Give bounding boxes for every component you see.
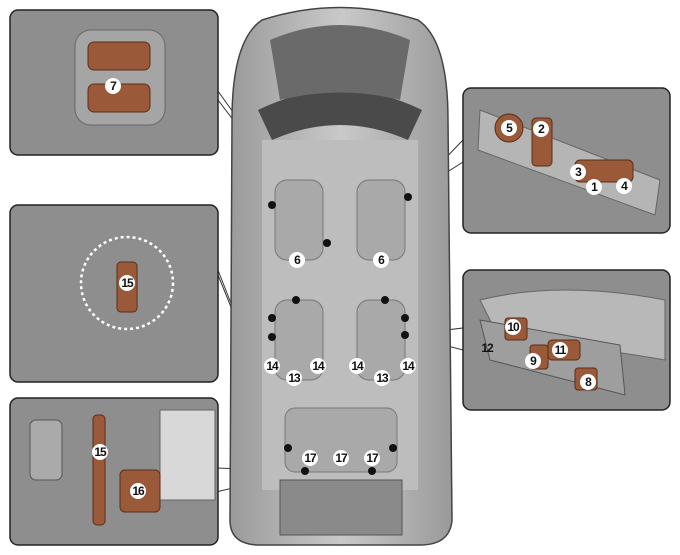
svg-text:1: 1 — [591, 180, 598, 194]
svg-text:13: 13 — [376, 371, 389, 385]
label-15-strap: 15 — [119, 275, 135, 291]
svg-text:10: 10 — [507, 320, 520, 334]
svg-text:15: 15 — [121, 276, 134, 290]
attachment-points — [268, 193, 412, 475]
callout-labels: 7 15 15 16 5 2 3 1 4 10 12 9 11 8 6 6 14… — [92, 78, 632, 499]
label-12: 12 — [481, 341, 495, 355]
label-5: 5 — [501, 120, 517, 136]
label-6-right: 6 — [373, 252, 389, 268]
vehicle-top-view — [229, 6, 453, 546]
label-17-c: 17 — [364, 450, 380, 466]
label-17-a: 17 — [302, 450, 318, 466]
label-4: 4 — [616, 178, 632, 194]
svg-text:8: 8 — [585, 375, 592, 389]
svg-text:9: 9 — [530, 354, 537, 368]
label-14-b: 14 — [310, 358, 326, 374]
svg-text:14: 14 — [402, 359, 415, 373]
svg-text:2: 2 — [538, 122, 545, 136]
svg-text:14: 14 — [312, 359, 325, 373]
label-13-a: 13 — [286, 370, 302, 386]
svg-text:16: 16 — [132, 484, 145, 498]
label-10: 10 — [505, 319, 521, 335]
svg-text:17: 17 — [335, 451, 348, 465]
svg-text:11: 11 — [555, 343, 567, 357]
trunk-panel — [9, 397, 219, 546]
svg-text:7: 7 — [110, 79, 117, 93]
label-8: 8 — [580, 374, 596, 390]
label-14-d: 14 — [400, 358, 416, 374]
svg-text:3: 3 — [575, 165, 582, 179]
label-15-trunk: 15 — [92, 444, 108, 460]
label-16: 16 — [130, 483, 146, 499]
svg-text:14: 14 — [351, 359, 364, 373]
label-13-b: 13 — [374, 370, 390, 386]
label-2: 2 — [533, 121, 549, 137]
label-14-a: 14 — [264, 358, 280, 374]
door-switch-panel — [462, 87, 671, 234]
strap-panel — [9, 204, 219, 383]
svg-text:14: 14 — [266, 359, 279, 373]
front-left-seat — [274, 179, 324, 261]
label-17-b: 17 — [333, 450, 349, 466]
svg-text:6: 6 — [294, 253, 301, 267]
label-1: 1 — [586, 179, 602, 195]
label-9: 9 — [525, 353, 541, 369]
svg-text:13: 13 — [288, 371, 301, 385]
svg-text:6: 6 — [378, 253, 385, 267]
label-3: 3 — [570, 164, 586, 180]
label-11: 11 — [552, 342, 568, 358]
seat-side-panel — [462, 269, 671, 411]
svg-text:17: 17 — [304, 451, 317, 465]
svg-text:5: 5 — [506, 121, 513, 135]
svg-text:17: 17 — [366, 451, 379, 465]
label-14-c: 14 — [349, 358, 365, 374]
svg-text:15: 15 — [94, 445, 107, 459]
svg-text:12: 12 — [481, 341, 494, 355]
label-6-left: 6 — [289, 252, 305, 268]
svg-text:4: 4 — [621, 179, 628, 193]
front-right-seat — [356, 179, 406, 261]
label-7: 7 — [105, 78, 121, 94]
